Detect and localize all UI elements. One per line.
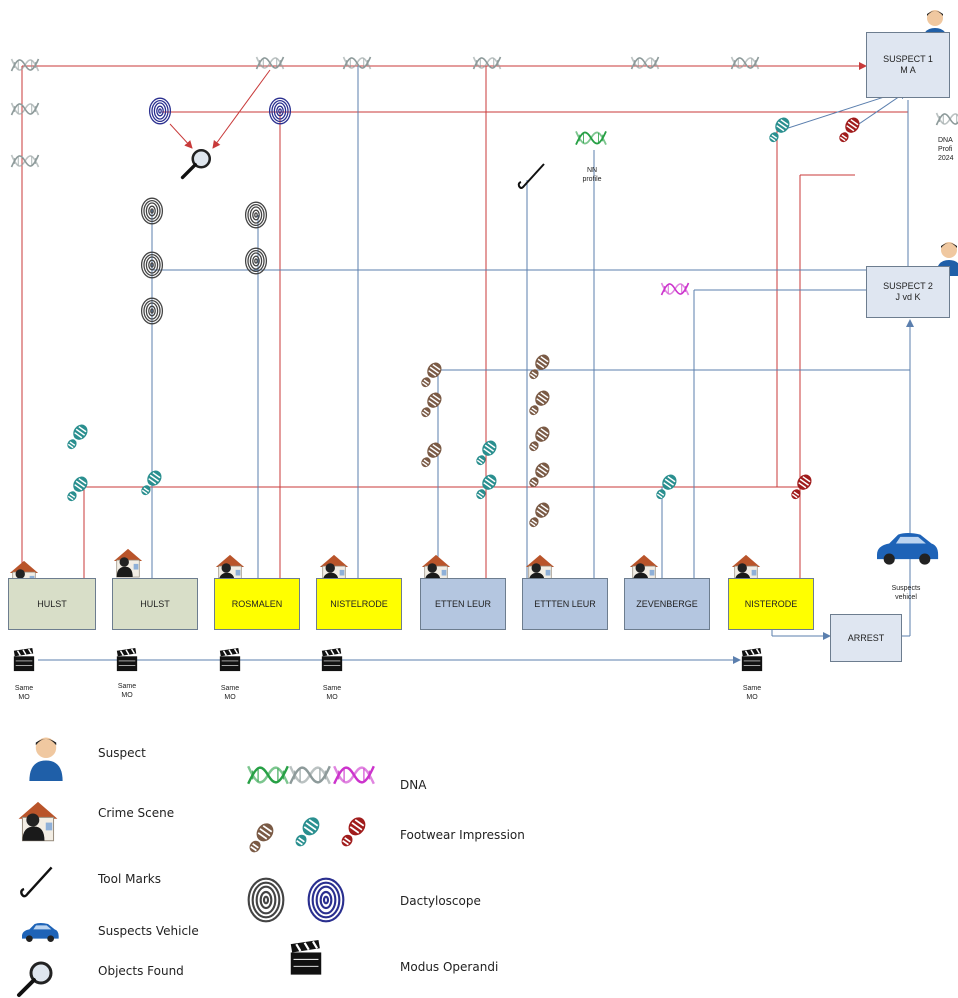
- crime-scene-box[interactable]: ETTTEN LEUR: [522, 578, 608, 630]
- arrest-box[interactable]: ARREST: [830, 614, 902, 662]
- crime-scene-label: ETTEN LEUR: [434, 599, 491, 609]
- crime-scene-box[interactable]: HULST: [112, 578, 198, 630]
- legend-objects-found: Objects Found: [98, 964, 184, 978]
- legend-tool-marks: Tool Marks: [98, 872, 161, 886]
- crime-scene-label: ZEVENBERGE: [636, 599, 698, 609]
- crime-scene-label: ROSMALEN: [231, 599, 283, 609]
- crime-scene-label: NISTERODE: [744, 599, 798, 609]
- crime-scene-box[interactable]: ROSMALEN: [214, 578, 300, 630]
- legend-suspect: Suspect: [98, 746, 146, 760]
- crime-scene-box[interactable]: ZEVENBERGE: [624, 578, 710, 630]
- legend-footwear: Footwear Impression: [400, 828, 525, 842]
- legend-modus-operandi: Modus Operandi: [400, 960, 499, 974]
- crime-scene-box[interactable]: ETTEN LEUR: [420, 578, 506, 630]
- legend-crime-scene: Crime Scene: [98, 806, 175, 820]
- suspect-1-box[interactable]: SUSPECT 1 M A: [866, 32, 950, 98]
- crime-scene-label: HULST: [37, 599, 67, 609]
- suspect-2-title: SUSPECT 2: [883, 281, 933, 291]
- crime-scene-box[interactable]: NISTERODE: [728, 578, 814, 630]
- legend-dna: DNA: [400, 778, 427, 792]
- crime-scene-label: HULST: [140, 599, 170, 609]
- arrest-label: ARREST: [847, 633, 885, 643]
- crime-scene-box[interactable]: NISTELRODE: [316, 578, 402, 630]
- suspect-2-initials: J vd K: [895, 292, 921, 302]
- crime-scene-box[interactable]: HULST: [8, 578, 96, 630]
- suspect-2-box[interactable]: SUSPECT 2 J vd K: [866, 266, 950, 318]
- legend-dactyloscope: Dactyloscope: [400, 894, 481, 908]
- suspect-1-initials: M A: [900, 65, 916, 75]
- crime-scene-label: ETTTEN LEUR: [534, 599, 596, 609]
- suspect-1-title: SUSPECT 1: [883, 54, 933, 64]
- crime-scene-label: NISTELRODE: [330, 599, 388, 609]
- legend-suspects-vehicle: Suspects Vehicle: [98, 924, 199, 938]
